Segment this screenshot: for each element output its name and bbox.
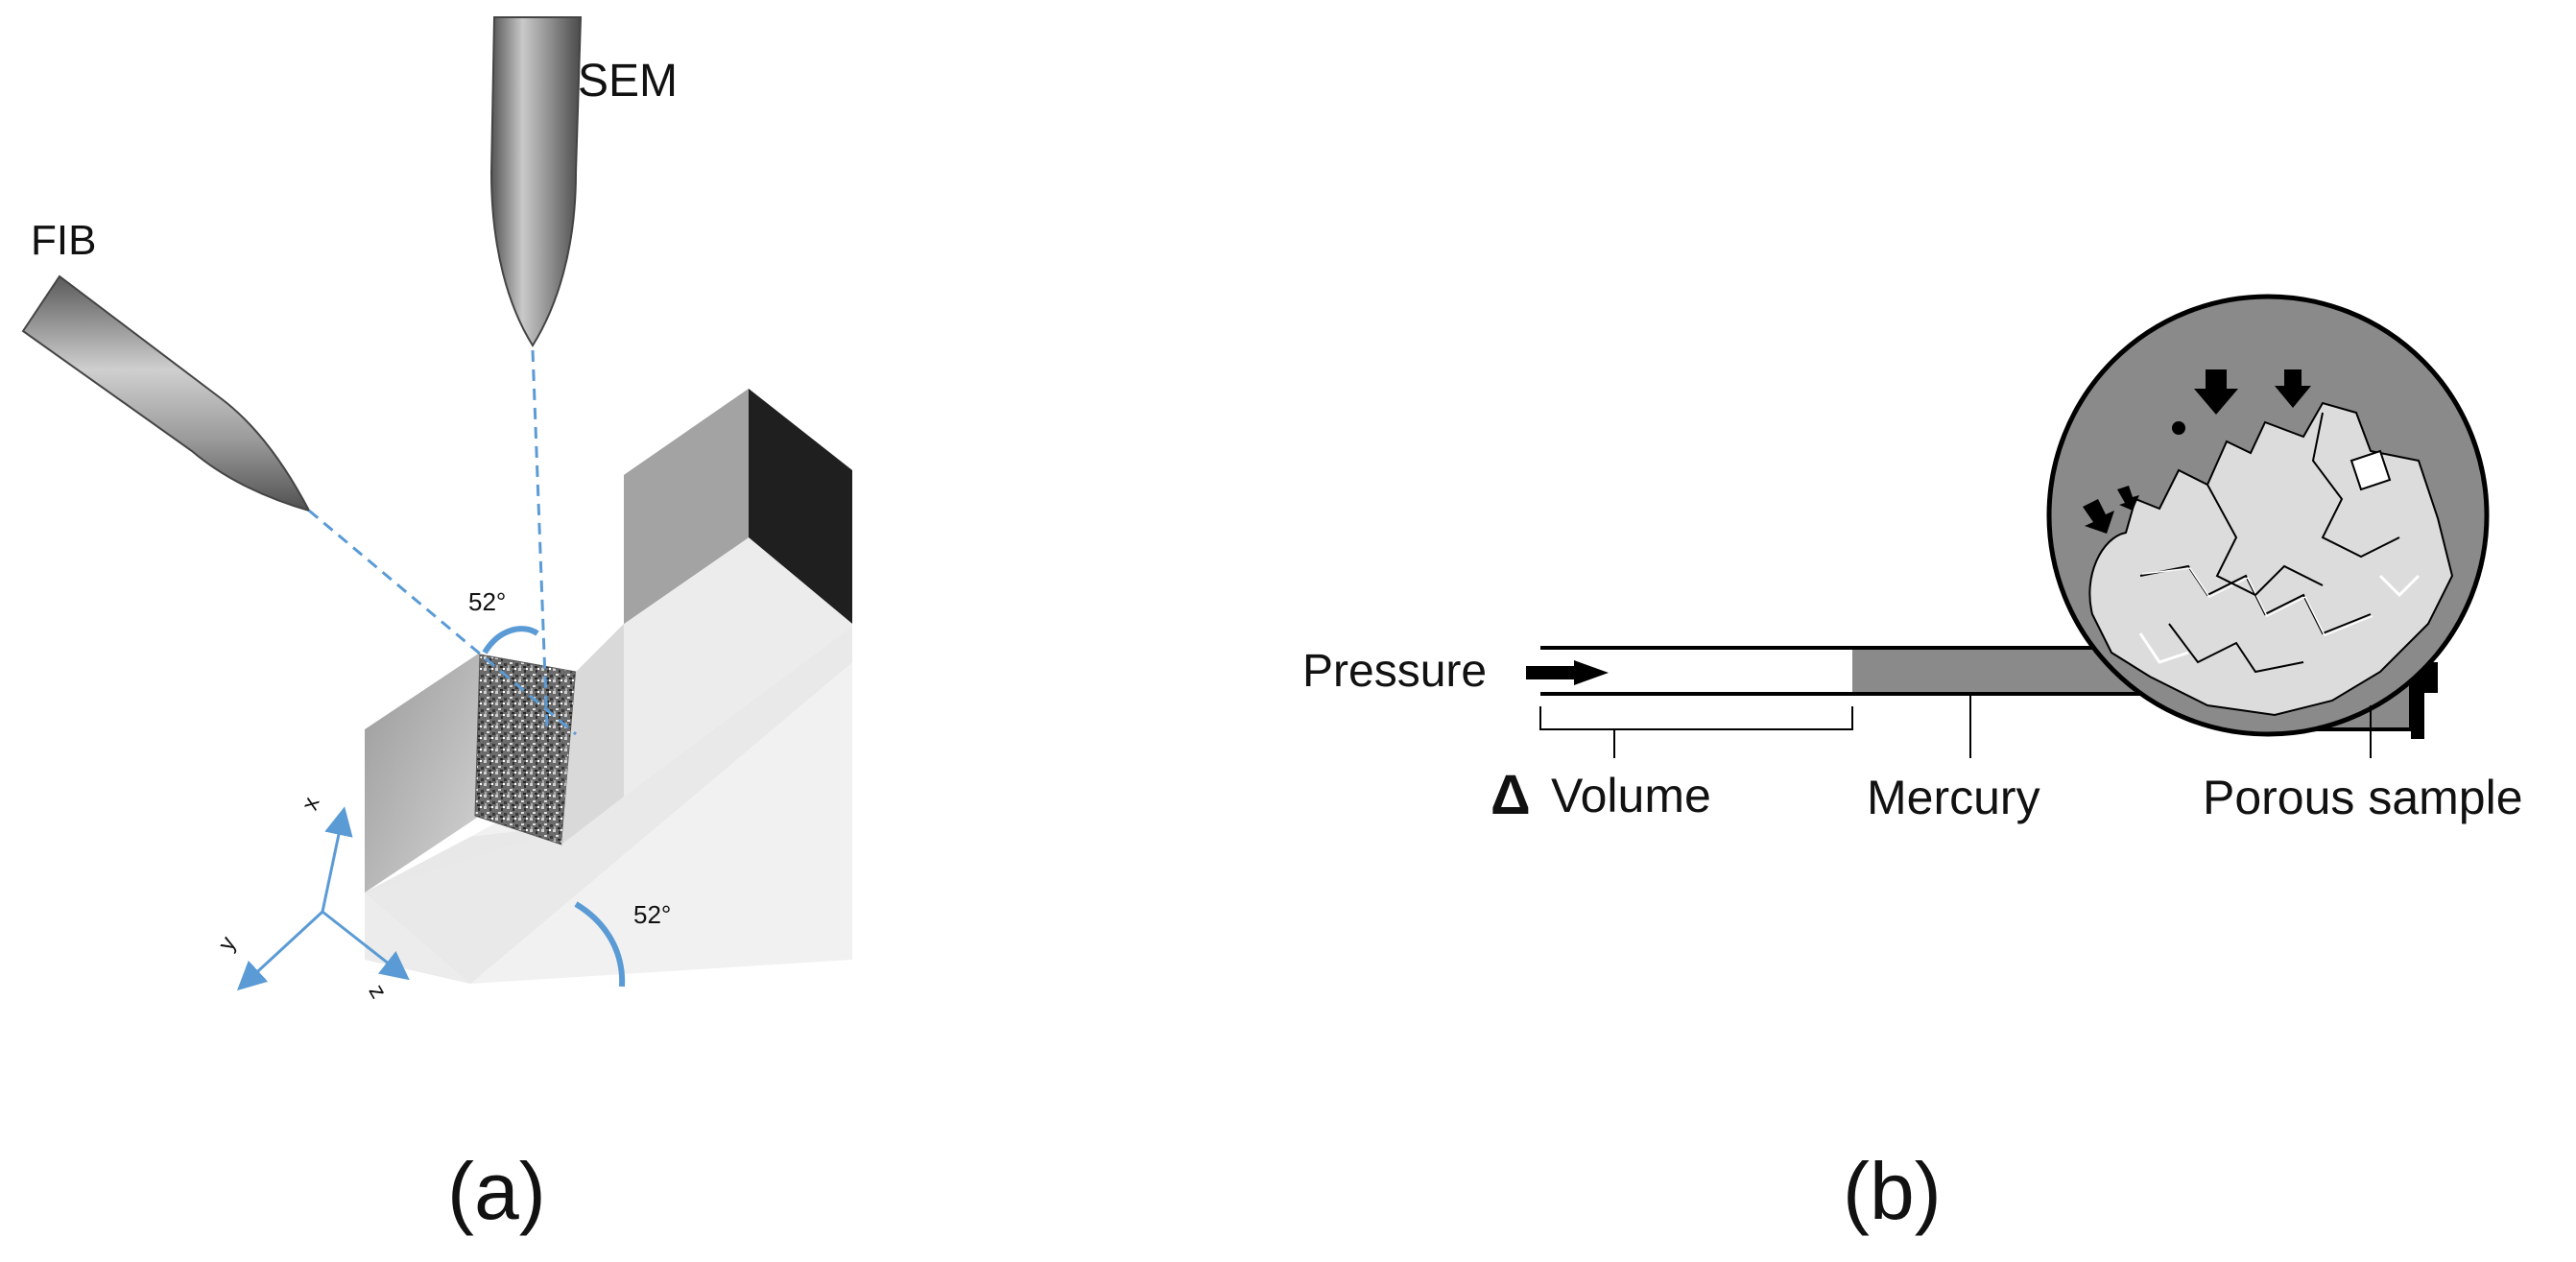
axis-y-label: y bbox=[213, 932, 241, 955]
sem-label: SEM bbox=[578, 56, 678, 107]
porous-label: Porous sample bbox=[2203, 771, 2523, 824]
delta-symbol: Δ bbox=[1491, 764, 1531, 826]
volume-brace bbox=[1539, 706, 1853, 758]
magnified-pore-view bbox=[2046, 294, 2490, 737]
fib-probe bbox=[21, 274, 311, 512]
fib-beam bbox=[308, 509, 577, 736]
milled-face bbox=[475, 655, 576, 845]
angle-bottom-label: 52° bbox=[633, 900, 671, 929]
angle-arc-bottom bbox=[574, 901, 626, 988]
panel-b: Pressure Δ Volume Mercury Porous sample … bbox=[1302, 294, 2523, 1236]
pressure-label: Pressure bbox=[1302, 646, 1487, 697]
sem-probe bbox=[489, 16, 583, 347]
pressure-arrow bbox=[1526, 660, 1609, 685]
angle-arc-top bbox=[482, 626, 539, 655]
trench-right-wall bbox=[561, 624, 624, 845]
axes-triad bbox=[236, 806, 410, 991]
fib-label: FIB bbox=[31, 217, 96, 264]
mercury-label: Mercury bbox=[1867, 771, 2040, 824]
volume-label: Volume bbox=[1551, 769, 1711, 822]
angle-top-label: 52° bbox=[468, 587, 506, 616]
trench-left-wall bbox=[365, 653, 480, 893]
axis-z-label: z bbox=[364, 980, 392, 1003]
caption-a: (a) bbox=[447, 1146, 546, 1236]
sem-beam bbox=[531, 349, 549, 730]
axis-x-label: x bbox=[297, 794, 324, 814]
caption-b: (b) bbox=[1843, 1146, 1942, 1236]
tall-block-end bbox=[749, 389, 852, 624]
panel-a: SEM FIB 52° bbox=[21, 16, 852, 1236]
